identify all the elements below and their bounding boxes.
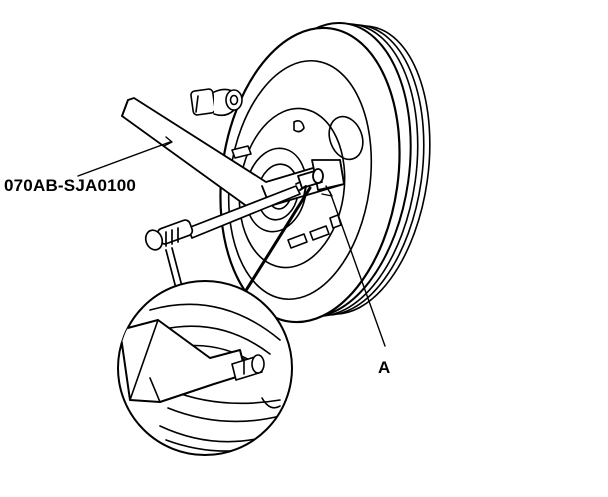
leader-lines	[77, 136, 386, 347]
tool-number-label: 070AB-SJA0100	[4, 176, 137, 195]
pushrod-gauge	[144, 185, 301, 297]
vacuum-fitting	[190, 88, 243, 117]
detail-inset	[117, 280, 293, 456]
callout-a-label: A	[378, 358, 391, 377]
special-tool	[121, 97, 345, 211]
